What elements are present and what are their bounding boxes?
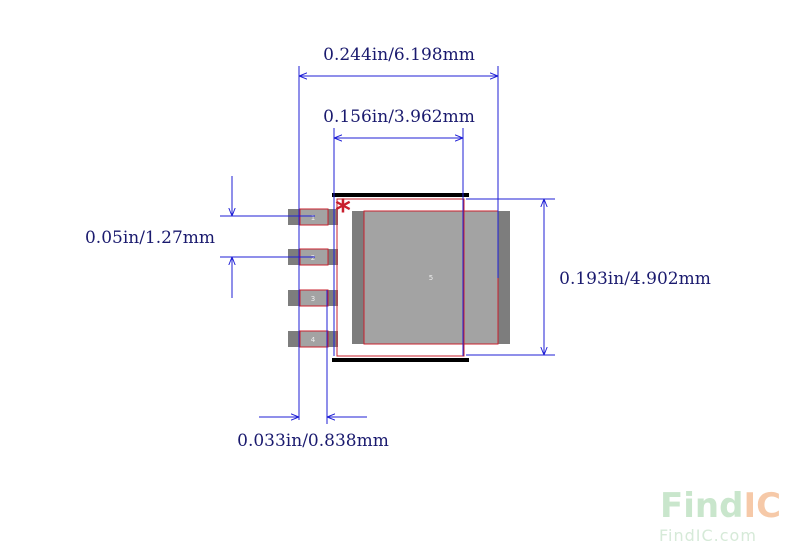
dimension-body-height — [466, 198, 555, 356]
pin-1: 1 — [288, 208, 338, 226]
pin-4-label: 4 — [311, 336, 316, 344]
dimension-overall-width-label: 0.244in/6.198mm — [323, 45, 475, 65]
pin-4: 4 — [288, 330, 338, 348]
pin-1-label: 1 — [311, 214, 315, 222]
logo-main-right: IC — [743, 486, 781, 526]
pin-3-label: 3 — [311, 295, 315, 303]
exposed-pad-label: 5 — [429, 274, 433, 282]
dimension-body-width — [333, 128, 464, 356]
dimension-pitch-label: 0.05in/1.27mm — [85, 228, 215, 248]
logo-main-left: Find — [660, 486, 743, 526]
dimension-pad-width — [259, 290, 367, 424]
package-outline — [336, 198, 465, 357]
dimension-overall-width — [298, 66, 499, 420]
exposed-pad — [363, 210, 499, 345]
svg-text:FindIC: FindIC — [660, 486, 781, 526]
dimension-body-height-label: 0.193in/4.902mm — [559, 269, 711, 289]
pin-2-label: 2 — [311, 254, 315, 262]
findic-logo: FindIC FindIC.com — [659, 486, 781, 545]
pin-3: 3 — [288, 289, 338, 307]
exposed-pad-left-strip — [352, 211, 364, 344]
exposed-pad-right-strip — [498, 211, 510, 344]
logo-sub: FindIC.com — [659, 526, 757, 545]
pin1-marker: * — [335, 194, 351, 229]
dimension-body-width-label: 0.156in/3.962mm — [323, 107, 475, 127]
dimension-pad-width-label: 0.033in/0.838mm — [237, 431, 389, 451]
dimension-pitch — [220, 176, 315, 298]
